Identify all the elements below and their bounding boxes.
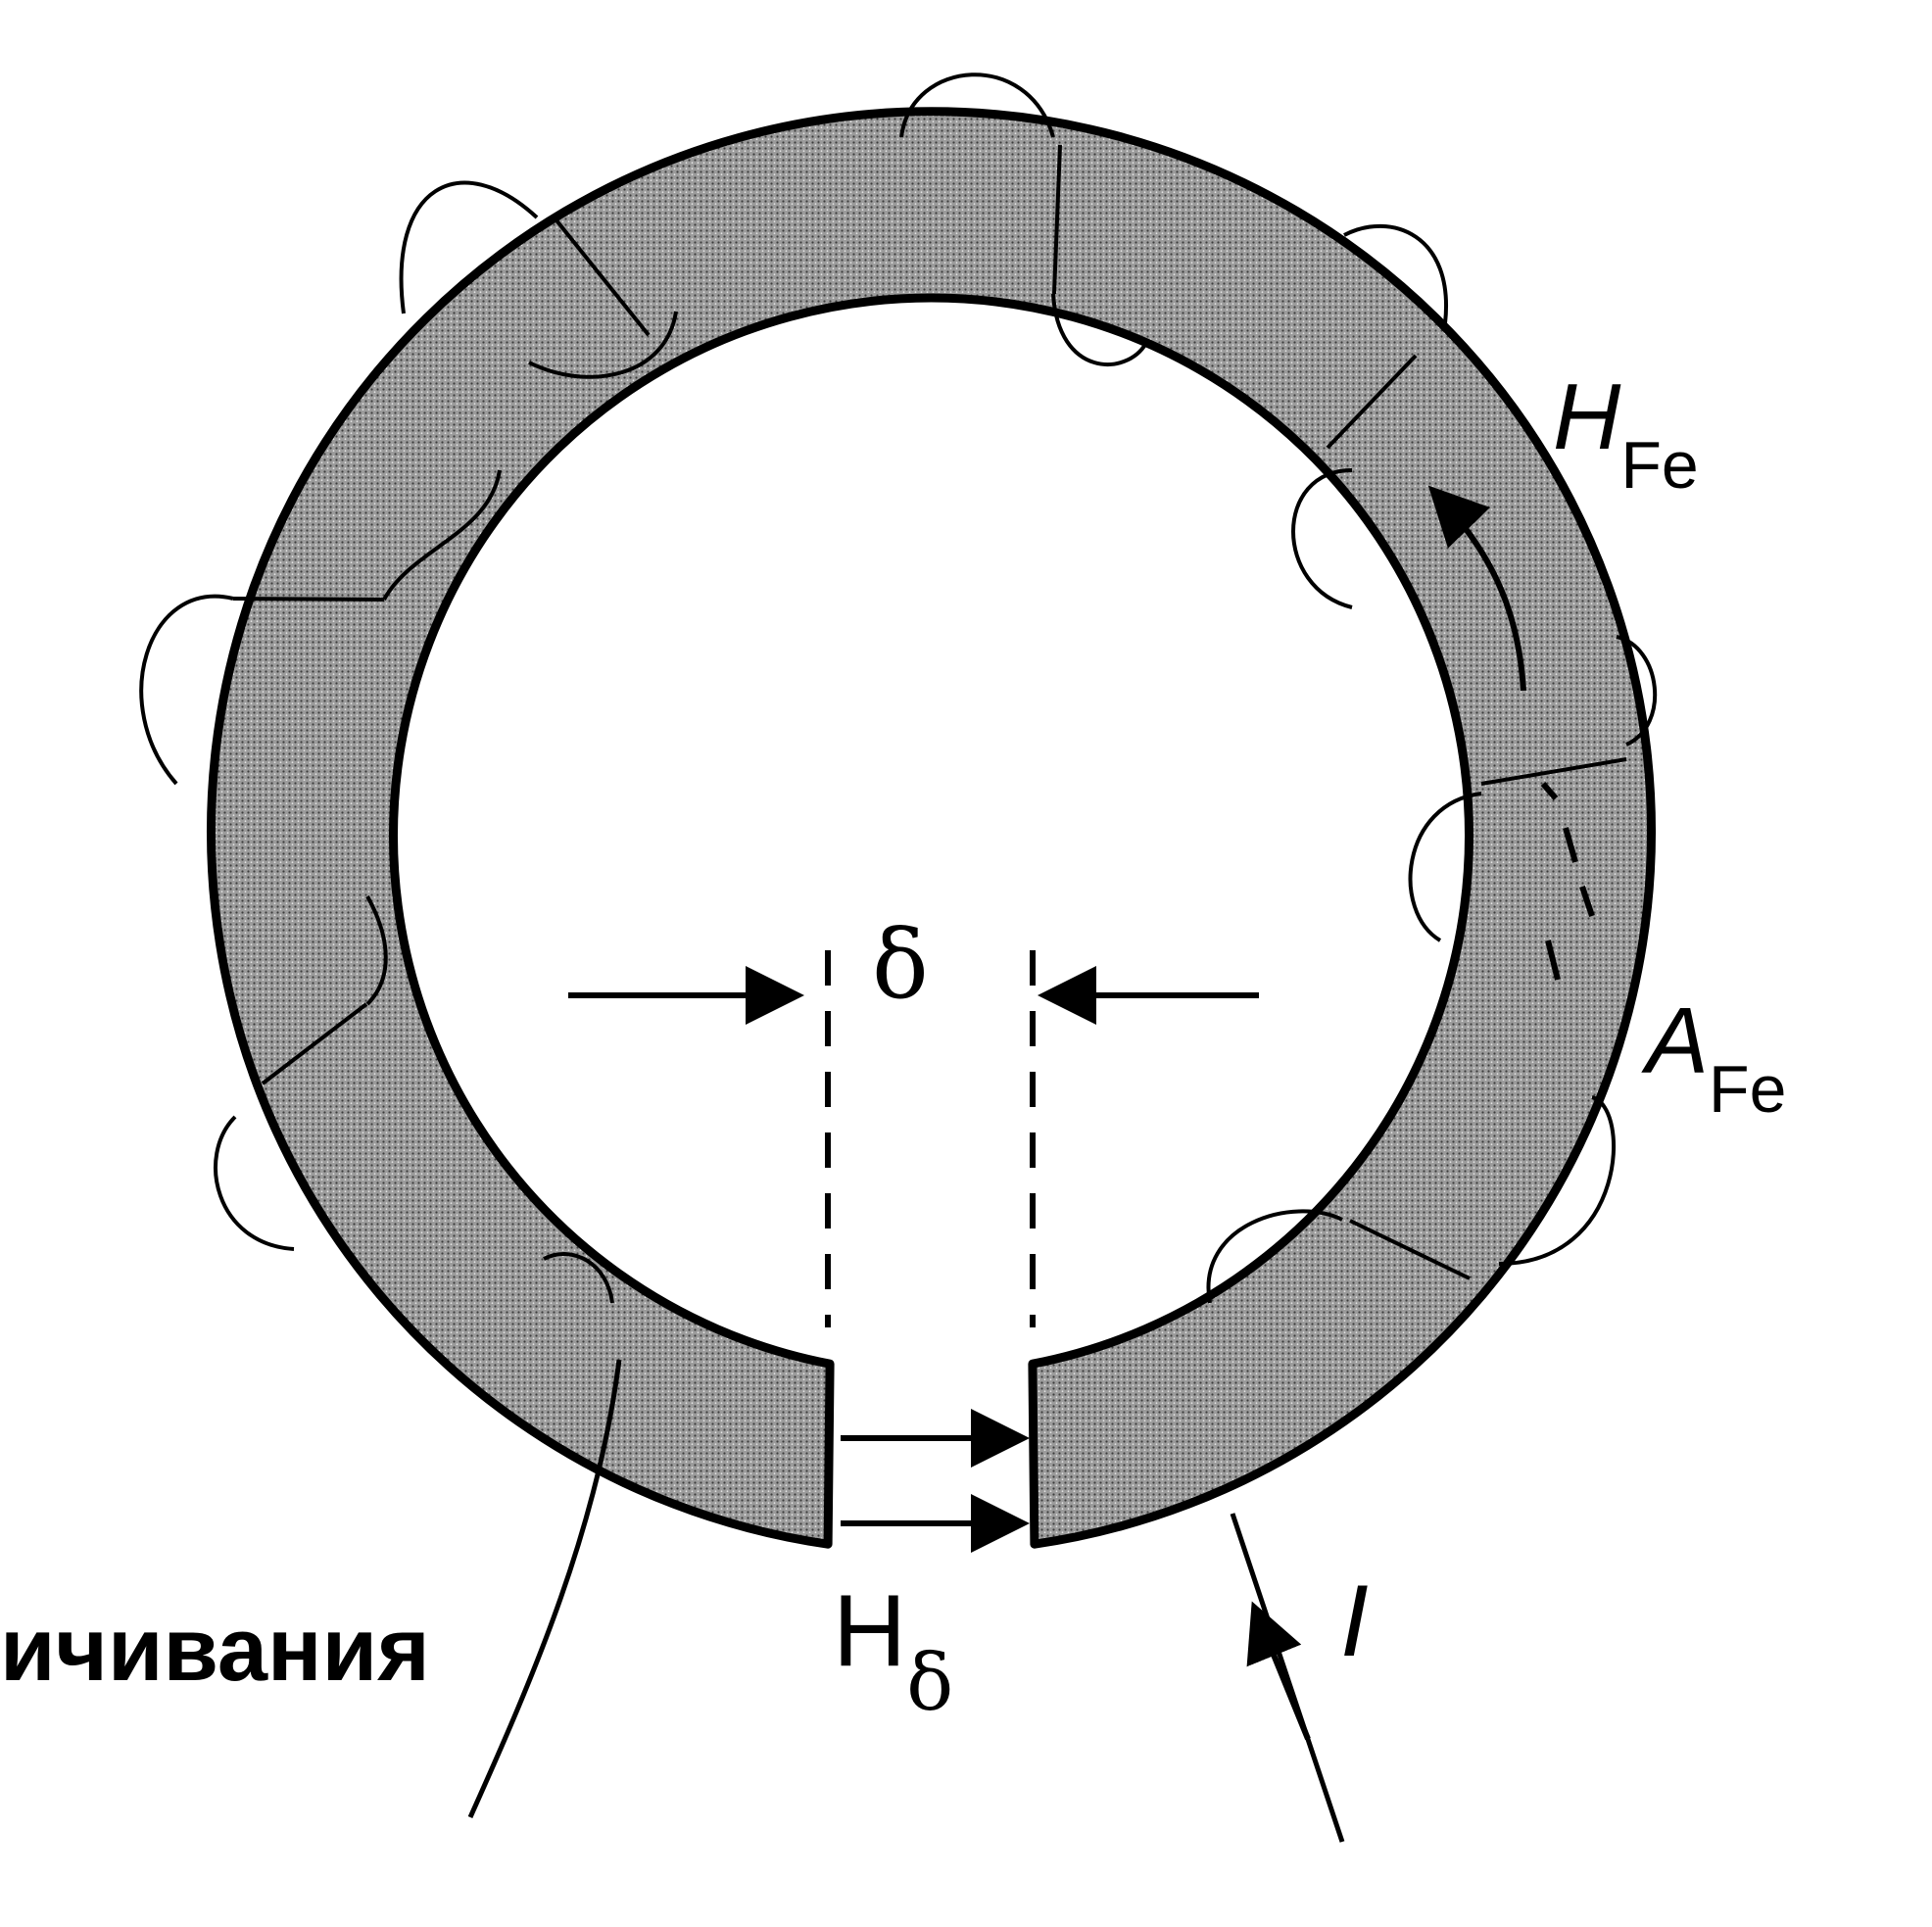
label-h-fe: HFe (1553, 364, 1699, 503)
label-winding-caption: ичивания (0, 1600, 430, 1700)
current-arrow (1246, 1601, 1311, 1741)
winding-dividers (232, 144, 1627, 1280)
lead-wire-right (1230, 1513, 1345, 1843)
label-delta: δ (872, 910, 929, 1020)
lead-wire-left (467, 1359, 622, 1819)
cross-section-marker (1540, 782, 1595, 981)
coil-loops (139, 72, 1658, 1304)
flux-arrow-core (1427, 485, 1526, 692)
label-a-fe: AFe (1641, 988, 1786, 1127)
iron-core (207, 107, 1656, 1549)
label-h-delta: Hδ (833, 1574, 953, 1728)
label-current: I (1340, 1565, 1369, 1678)
gap-dimension-lines (825, 950, 1036, 1327)
lead-wires (467, 1359, 1345, 1843)
